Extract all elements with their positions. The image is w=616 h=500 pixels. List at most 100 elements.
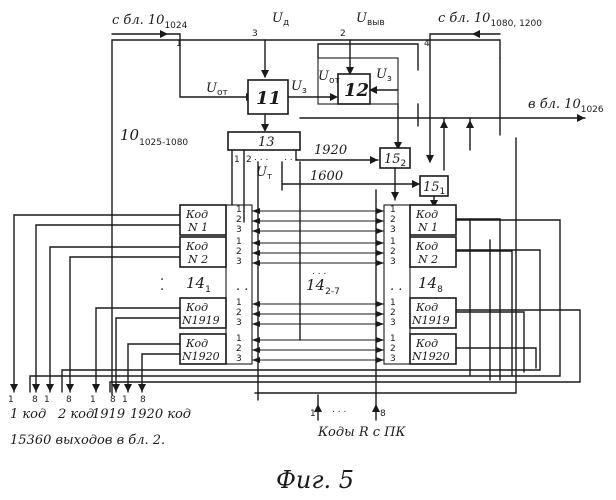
svg-text:.: . <box>160 269 164 284</box>
return-wire <box>62 250 540 392</box>
svg-text:. . .: . . . <box>312 267 326 277</box>
block-11-label: 11 <box>256 88 281 109</box>
cross-wire-arrow <box>376 347 384 353</box>
bus-count-1920: 1920 <box>314 143 347 158</box>
output-label-1-kod: 1 код <box>10 407 46 422</box>
cross-wire-arrow <box>376 357 384 363</box>
cross-wire-arrow <box>252 301 260 307</box>
svg-text:N 2: N 2 <box>417 253 438 266</box>
output-wire <box>14 215 180 392</box>
bottom-pin: 8 <box>110 395 116 405</box>
output-count-note: 15360 выходов в бл. 2. <box>10 433 165 448</box>
top-input-4-pin: 4 <box>424 39 430 49</box>
output-arrow <box>92 384 100 392</box>
port-pin-left: 2 <box>236 247 242 257</box>
svg-text:N1919: N1919 <box>181 314 220 327</box>
cross-wire-arrow <box>252 208 260 214</box>
svg-text:Код: Код <box>185 301 208 314</box>
cross-wire-arrow <box>376 208 384 214</box>
block-11-output-label: Uз <box>291 79 307 96</box>
top-input-3-pin: 2 <box>340 29 346 39</box>
output-label-1920-kod: 1920 код <box>130 407 191 422</box>
output-arrow <box>46 384 54 392</box>
block-15-1: 151 <box>420 176 448 208</box>
block-12-input-label: Uот <box>318 69 340 86</box>
cross-wire-arrow <box>252 240 260 246</box>
block-11-input-label: Uот <box>206 81 228 98</box>
cross-wire-arrow <box>376 301 384 307</box>
svg-text:N1920: N1920 <box>411 350 450 363</box>
bottom-pin: 8 <box>140 395 146 405</box>
cross-wire-arrow <box>252 337 260 343</box>
port-pin-left: 1 <box>236 298 242 308</box>
top-input-1-pin: 1 <box>176 39 182 49</box>
svg-text:. .: . . <box>390 279 402 294</box>
block-13-label: 13 <box>258 135 275 150</box>
right-output: в бл. 101026 <box>300 97 604 170</box>
bottom-pin-labels: 18181818 <box>8 395 146 405</box>
port-pin-left: 2 <box>236 308 242 318</box>
svg-text:Код: Код <box>185 208 208 221</box>
svg-text:Код: Код <box>415 240 438 253</box>
output-label-2-kod: 2 код <box>57 407 94 422</box>
internal-bus-wires: . . . <box>258 58 500 420</box>
cross-wire-arrow <box>252 347 260 353</box>
kod-cell-left-2: КодN 2 <box>185 240 208 266</box>
port-pin-right: 3 <box>390 225 396 235</box>
port-pin-left: 2 <box>236 344 242 354</box>
port-pin-left: 3 <box>236 354 242 364</box>
cross-wire-arrow <box>376 337 384 343</box>
svg-text:N1919: N1919 <box>411 314 450 327</box>
svg-text:. . .: . . . <box>332 405 346 415</box>
port-pin-left: 3 <box>236 225 242 235</box>
output-wire <box>128 344 180 392</box>
column-14-1-label: 141 <box>186 274 211 295</box>
top-input-2-label: Uд <box>272 11 289 28</box>
cross-wire-arrow <box>376 321 384 327</box>
bottom-pin: 8 <box>32 395 38 405</box>
right-out-wire <box>456 251 512 376</box>
output-wire <box>96 308 180 392</box>
port-pin-left: 1 <box>236 334 242 344</box>
port-pin-right: 3 <box>390 318 396 328</box>
bottom-in-pin-8: 8 <box>380 409 386 419</box>
output-arrow <box>66 384 74 392</box>
bottom-pin: 8 <box>66 395 72 405</box>
svg-text:Код: Код <box>415 301 438 314</box>
cross-wire-arrow <box>252 321 260 327</box>
block-13-pin-2: 2 <box>246 155 252 165</box>
svg-text:Код: Код <box>415 208 438 221</box>
column-14-middle-label: 142-7 <box>306 276 340 297</box>
svg-text:N 1: N 1 <box>187 221 208 234</box>
cross-wire-arrow <box>252 250 260 256</box>
port-pin-left: 3 <box>236 257 242 267</box>
cross-wire-arrow <box>252 357 260 363</box>
cross-wire-arrow <box>252 311 260 317</box>
svg-text:. . .: . . . <box>254 153 268 163</box>
top-input-4-label: с бл. 101080, 1200 <box>438 11 542 29</box>
bottom-pin: 1 <box>90 395 96 405</box>
svg-text:N 2: N 2 <box>187 253 208 266</box>
port-pin-right: 1 <box>390 334 396 344</box>
block-12-label: 12 <box>344 80 369 101</box>
port-pin-left: 3 <box>236 318 242 328</box>
port-pin-left: 1 <box>236 205 242 215</box>
port-pin-left: 1 <box>236 237 242 247</box>
top-input-3-label: Uвыв <box>356 11 385 28</box>
bus-count-1600: 1600 <box>310 169 343 184</box>
bottom-pin: 1 <box>122 395 128 405</box>
return-wire <box>30 220 560 392</box>
port-pin-right: 1 <box>390 298 396 308</box>
bottom-in-pin-1: 1 <box>310 409 316 419</box>
figure-caption: Фиг. 5 <box>276 466 354 494</box>
port-pin-left: 2 <box>236 215 242 225</box>
cross-wire-arrow <box>376 311 384 317</box>
block-12-output-label: Uз <box>376 67 392 84</box>
top-input-1-label: с бл. 101024 <box>112 13 188 31</box>
output-label-1919: 1919 <box>92 407 125 422</box>
kod-cell-right-2: КодN 2 <box>415 240 438 266</box>
cross-wire-arrow <box>376 218 384 224</box>
svg-text:N1920: N1920 <box>181 350 220 363</box>
